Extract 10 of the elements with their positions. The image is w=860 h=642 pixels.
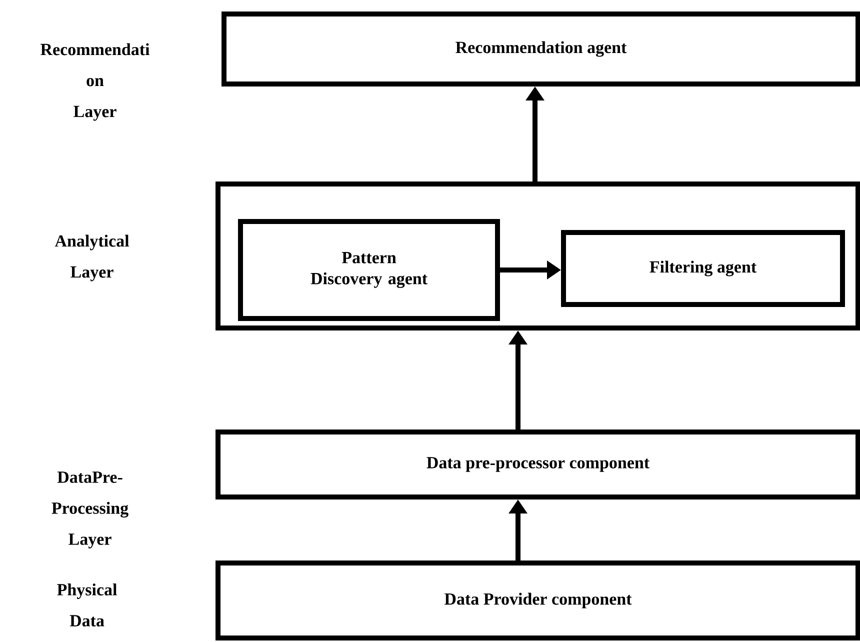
component-box: Recommendation agent xyxy=(222,12,860,86)
agent-box: Pattern Discovery agent xyxy=(238,219,500,321)
layer-box xyxy=(216,182,860,330)
layer-label: DataPre- Processing Layer xyxy=(52,472,128,548)
component-box: Data pre-processor component xyxy=(216,430,860,500)
layer-label: Analytical Layer xyxy=(54,234,130,282)
layer-label: Recommendati on Layer xyxy=(40,43,150,121)
agent-box: Filtering agent xyxy=(561,230,845,307)
component-box: Data Provider component xyxy=(216,560,860,640)
layer-label: Physical Data xyxy=(57,584,117,626)
